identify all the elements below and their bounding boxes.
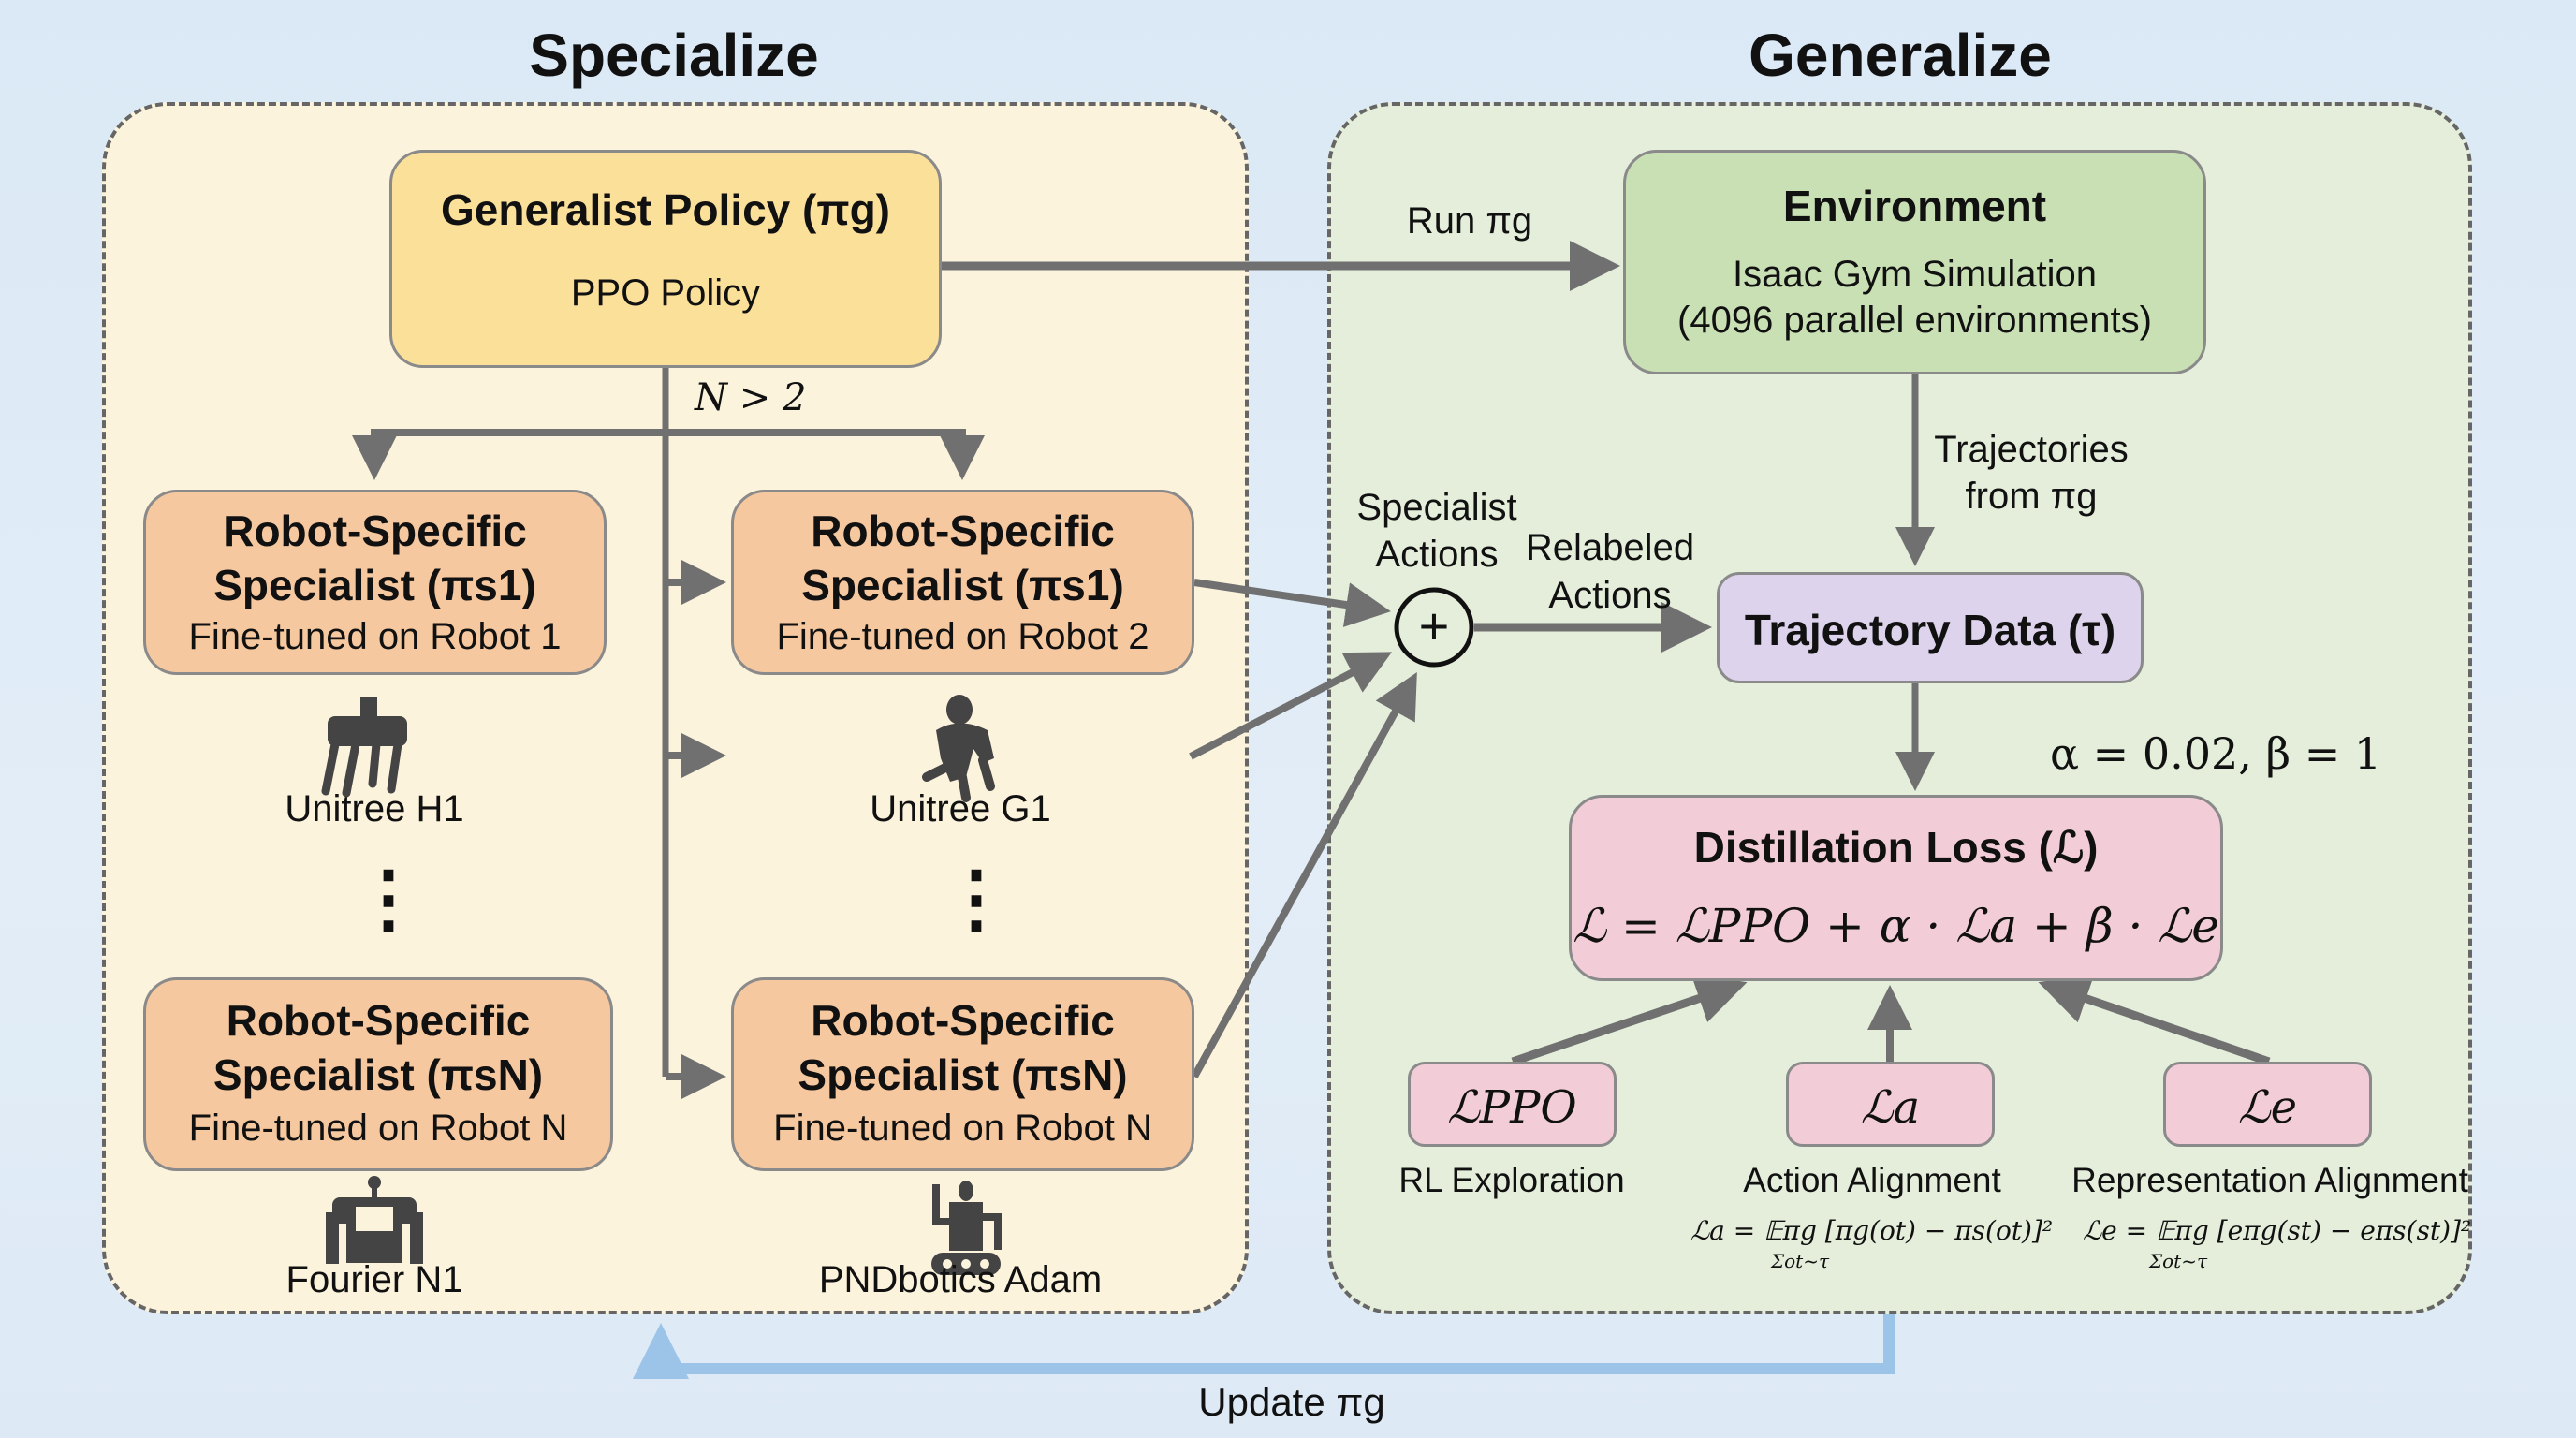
- generalist-title: Generalist Policy (πg): [440, 185, 890, 234]
- specialist-title: Specialist (πs1): [801, 561, 1124, 609]
- robot-name-pndbotics-adam: PNDbotics Adam: [818, 1259, 1103, 1300]
- specN-to-plus: [1191, 671, 1417, 1078]
- specialist-title: Specialist (πs1): [213, 561, 536, 609]
- environment-line1: Isaac Gym Simulation: [1732, 254, 2098, 295]
- spec2-to-plus: [1189, 652, 1393, 760]
- distillation-formula: ℒ = ℒPPO + α · ℒa + β · ℒe: [1573, 899, 2219, 953]
- generalize-title: Generalize: [1749, 22, 2052, 89]
- spec1-to-plus: [1193, 579, 1391, 627]
- representation-alignment-formula-sub: Σot~τ: [2149, 1250, 2208, 1272]
- specialist-box-N-right: Robot-Specific Specialist (πsN) Fine-tun…: [731, 977, 1194, 1171]
- specialist-box-1: Robot-Specific Specialist (πs1) Fine-tun…: [143, 490, 607, 675]
- specialist-subtitle: Fine-tuned on Robot N: [188, 1108, 568, 1149]
- trajectory-data-title: Trajectory Data (τ): [1744, 606, 2116, 654]
- specialize-title: Specialize: [529, 22, 819, 89]
- loss-label-rl-exploration: RL Exploration: [1398, 1161, 1625, 1199]
- specialist-actions-label-2: Actions: [1375, 534, 1499, 575]
- specialist-subtitle: Fine-tuned on Robot 1: [188, 616, 562, 657]
- ellipsis-right: ⋮: [939, 857, 1014, 940]
- boxy-robot-icon: [326, 1176, 423, 1264]
- robot-name-unitree-g1: Unitree G1: [870, 788, 1051, 829]
- environment-line2: (4096 parallel environments): [1677, 300, 2152, 341]
- plus-circle: [1394, 587, 1474, 668]
- representation-alignment-formula: ℒe = 𝔼πg [eπg(st) − eπs(st)]²: [2083, 1215, 2472, 1246]
- loss-symbol: ℒe: [2238, 1081, 2297, 1134]
- loss-box-action: ℒa: [1786, 1062, 1995, 1147]
- trajectories-label-1: Trajectories: [1934, 429, 2129, 470]
- trajectories-label-2: from πg: [1965, 476, 2098, 517]
- update-arrow: [633, 1314, 1895, 1379]
- run-label: Run πg: [1406, 200, 1533, 242]
- update-label: Update πg: [1198, 1380, 1385, 1424]
- loss-label-action-alignment: Action Alignment: [1743, 1161, 2001, 1199]
- ellipsis-left: ⋮: [351, 857, 426, 940]
- humanoid-crouching-robot-icon: [922, 695, 995, 802]
- environment-box: Environment Isaac Gym Simulation (4096 p…: [1623, 150, 2206, 374]
- specialist-title: Robot-Specific: [226, 996, 531, 1045]
- loss-label-representation-alignment: Representation Alignment: [2071, 1161, 2468, 1199]
- specialist-title: Robot-Specific: [223, 506, 527, 555]
- specialist-subtitle: Fine-tuned on Robot 2: [776, 616, 1149, 657]
- specialist-title: Specialist (πsN): [798, 1050, 1128, 1099]
- environment-title: Environment: [1782, 182, 2047, 230]
- robot-name-unitree-h1: Unitree H1: [285, 788, 464, 829]
- plus-symbol: +: [1418, 596, 1450, 655]
- specialist-subtitle: Fine-tuned on Robot N: [773, 1108, 1152, 1149]
- quadruped-robot-icon: [321, 697, 407, 798]
- robot-name-fourier-n1: Fourier N1: [285, 1259, 463, 1300]
- loss-symbol: ℒa: [1860, 1081, 1921, 1134]
- relabeled-label-1: Relabeled: [1525, 527, 1695, 568]
- specialist-actions-label-1: Specialist: [1356, 487, 1517, 528]
- lppo-arrow: [1511, 974, 1748, 1066]
- tracked-robot-icon: [931, 1181, 1002, 1275]
- specialist-box-2: Robot-Specific Specialist (πs1) Fine-tun…: [731, 490, 1194, 675]
- specialist-title: Specialist (πsN): [212, 1050, 544, 1099]
- generalist-subtitle: PPO Policy: [570, 272, 761, 314]
- loss-box-ppo: ℒPPO: [1408, 1062, 1617, 1147]
- le-arrow: [2038, 975, 2271, 1066]
- specialist-title: Robot-Specific: [811, 506, 1115, 555]
- loss-symbol: ℒPPO: [1447, 1081, 1577, 1134]
- distillation-title: Distillation Loss (ℒ): [1693, 823, 2099, 872]
- distillation-loss-box: Distillation Loss (ℒ) ℒ = ℒPPO + α · ℒa …: [1569, 795, 2223, 981]
- specialist-title: Robot-Specific: [811, 996, 1115, 1045]
- action-alignment-formula-sub: Σot~τ: [1771, 1250, 1830, 1272]
- generalist-policy-box: Generalist Policy (πg) PPO Policy: [389, 150, 942, 368]
- action-alignment-formula: ℒa = 𝔼πg [πg(ot) − πs(ot)]²: [1690, 1215, 2054, 1246]
- branch-label: N > 2: [695, 376, 807, 419]
- hyperparams: α = 0.02, β = 1: [2050, 728, 2382, 779]
- relabeled-label-2: Actions: [1548, 575, 1672, 616]
- trajectory-data-box: Trajectory Data (τ): [1717, 572, 2144, 683]
- loss-box-representation: ℒe: [2163, 1062, 2372, 1147]
- specialist-box-N-left: Robot-Specific Specialist (πsN) Fine-tun…: [143, 977, 613, 1171]
